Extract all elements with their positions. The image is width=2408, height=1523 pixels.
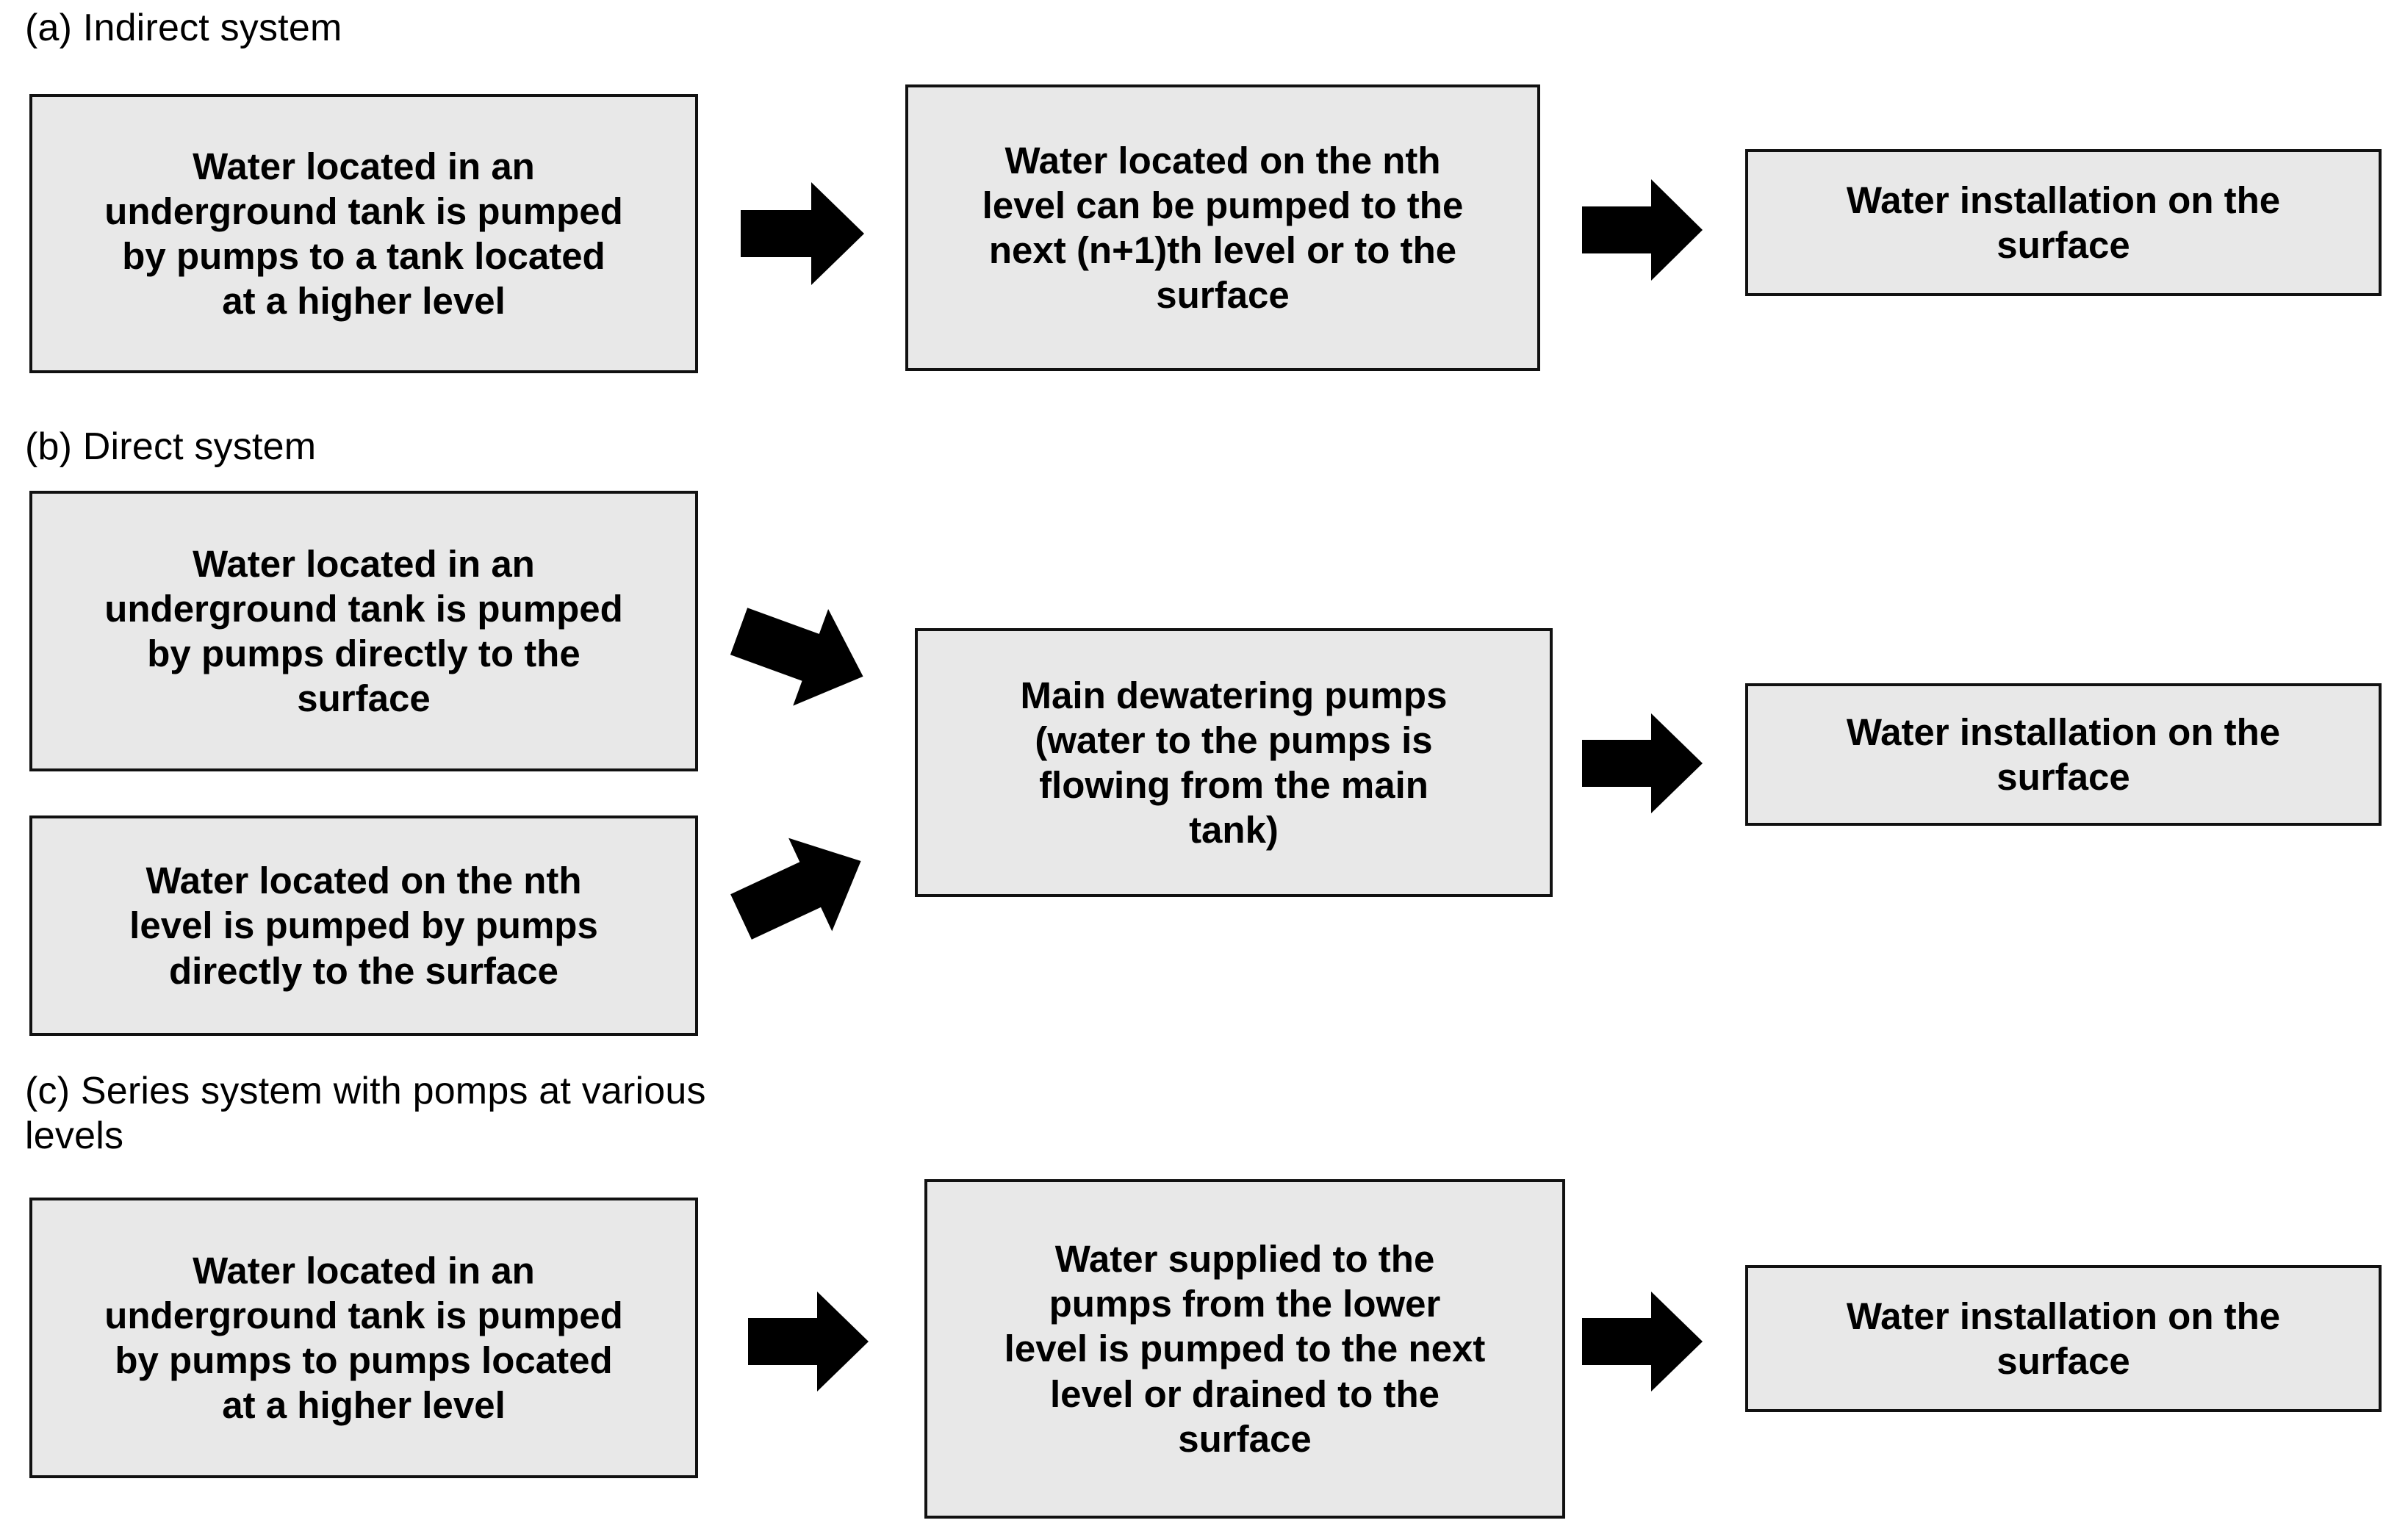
flow-box-c1-text: Water located in an underground tank is … [104,1249,623,1427]
flow-box-b3: Main dewatering pumps (water to the pump… [915,628,1553,897]
arrow-up-right-icon-b2 [719,815,883,964]
flow-box-a3: Water installation on the surface [1745,149,2382,296]
flow-box-a1: Water located in an underground tank is … [29,94,698,373]
arrow-right-icon-c1 [748,1292,869,1391]
flow-box-b4-text: Water installation on the surface [1846,710,2281,798]
flow-box-a2: Water located on the nth level can be pu… [905,84,1540,371]
flow-box-b3-text: Main dewatering pumps (water to the pump… [1020,674,1448,851]
arrow-down-right-icon-b1 [721,583,880,724]
flow-box-b1: Water located in an underground tank is … [29,491,698,771]
flow-box-c1: Water located in an underground tank is … [29,1198,698,1478]
flow-box-b1-text: Water located in an underground tank is … [104,542,623,720]
flow-box-c2: Water supplied to the pumps from the low… [924,1179,1565,1519]
flow-box-b2-text: Water located on the nth level is pumped… [129,860,598,992]
arrow-right-icon-c2 [1582,1292,1703,1391]
section-label-c: (c) Series system with pomps at various … [25,1070,706,1158]
flow-box-a2-text: Water located on the nth level can be pu… [982,139,1464,317]
flow-box-c3-text: Water installation on the surface [1846,1295,2281,1382]
flow-box-c3: Water installation on the surface [1745,1265,2382,1412]
flow-box-b2: Water located on the nth level is pumped… [29,815,698,1036]
flow-box-c2-text: Water supplied to the pumps from the low… [1004,1238,1486,1460]
section-label-a: (a) Indirect system [25,7,342,49]
arrow-right-icon-b3 [1582,713,1703,813]
arrow-right-icon-a1 [741,182,864,285]
arrow-right-icon-a2 [1582,179,1703,281]
flow-box-a3-text: Water installation on the surface [1846,179,2281,266]
flow-box-a1-text: Water located in an underground tank is … [104,145,623,323]
section-label-b: (b) Direct system [25,425,317,468]
flow-box-b4: Water installation on the surface [1745,683,2382,826]
